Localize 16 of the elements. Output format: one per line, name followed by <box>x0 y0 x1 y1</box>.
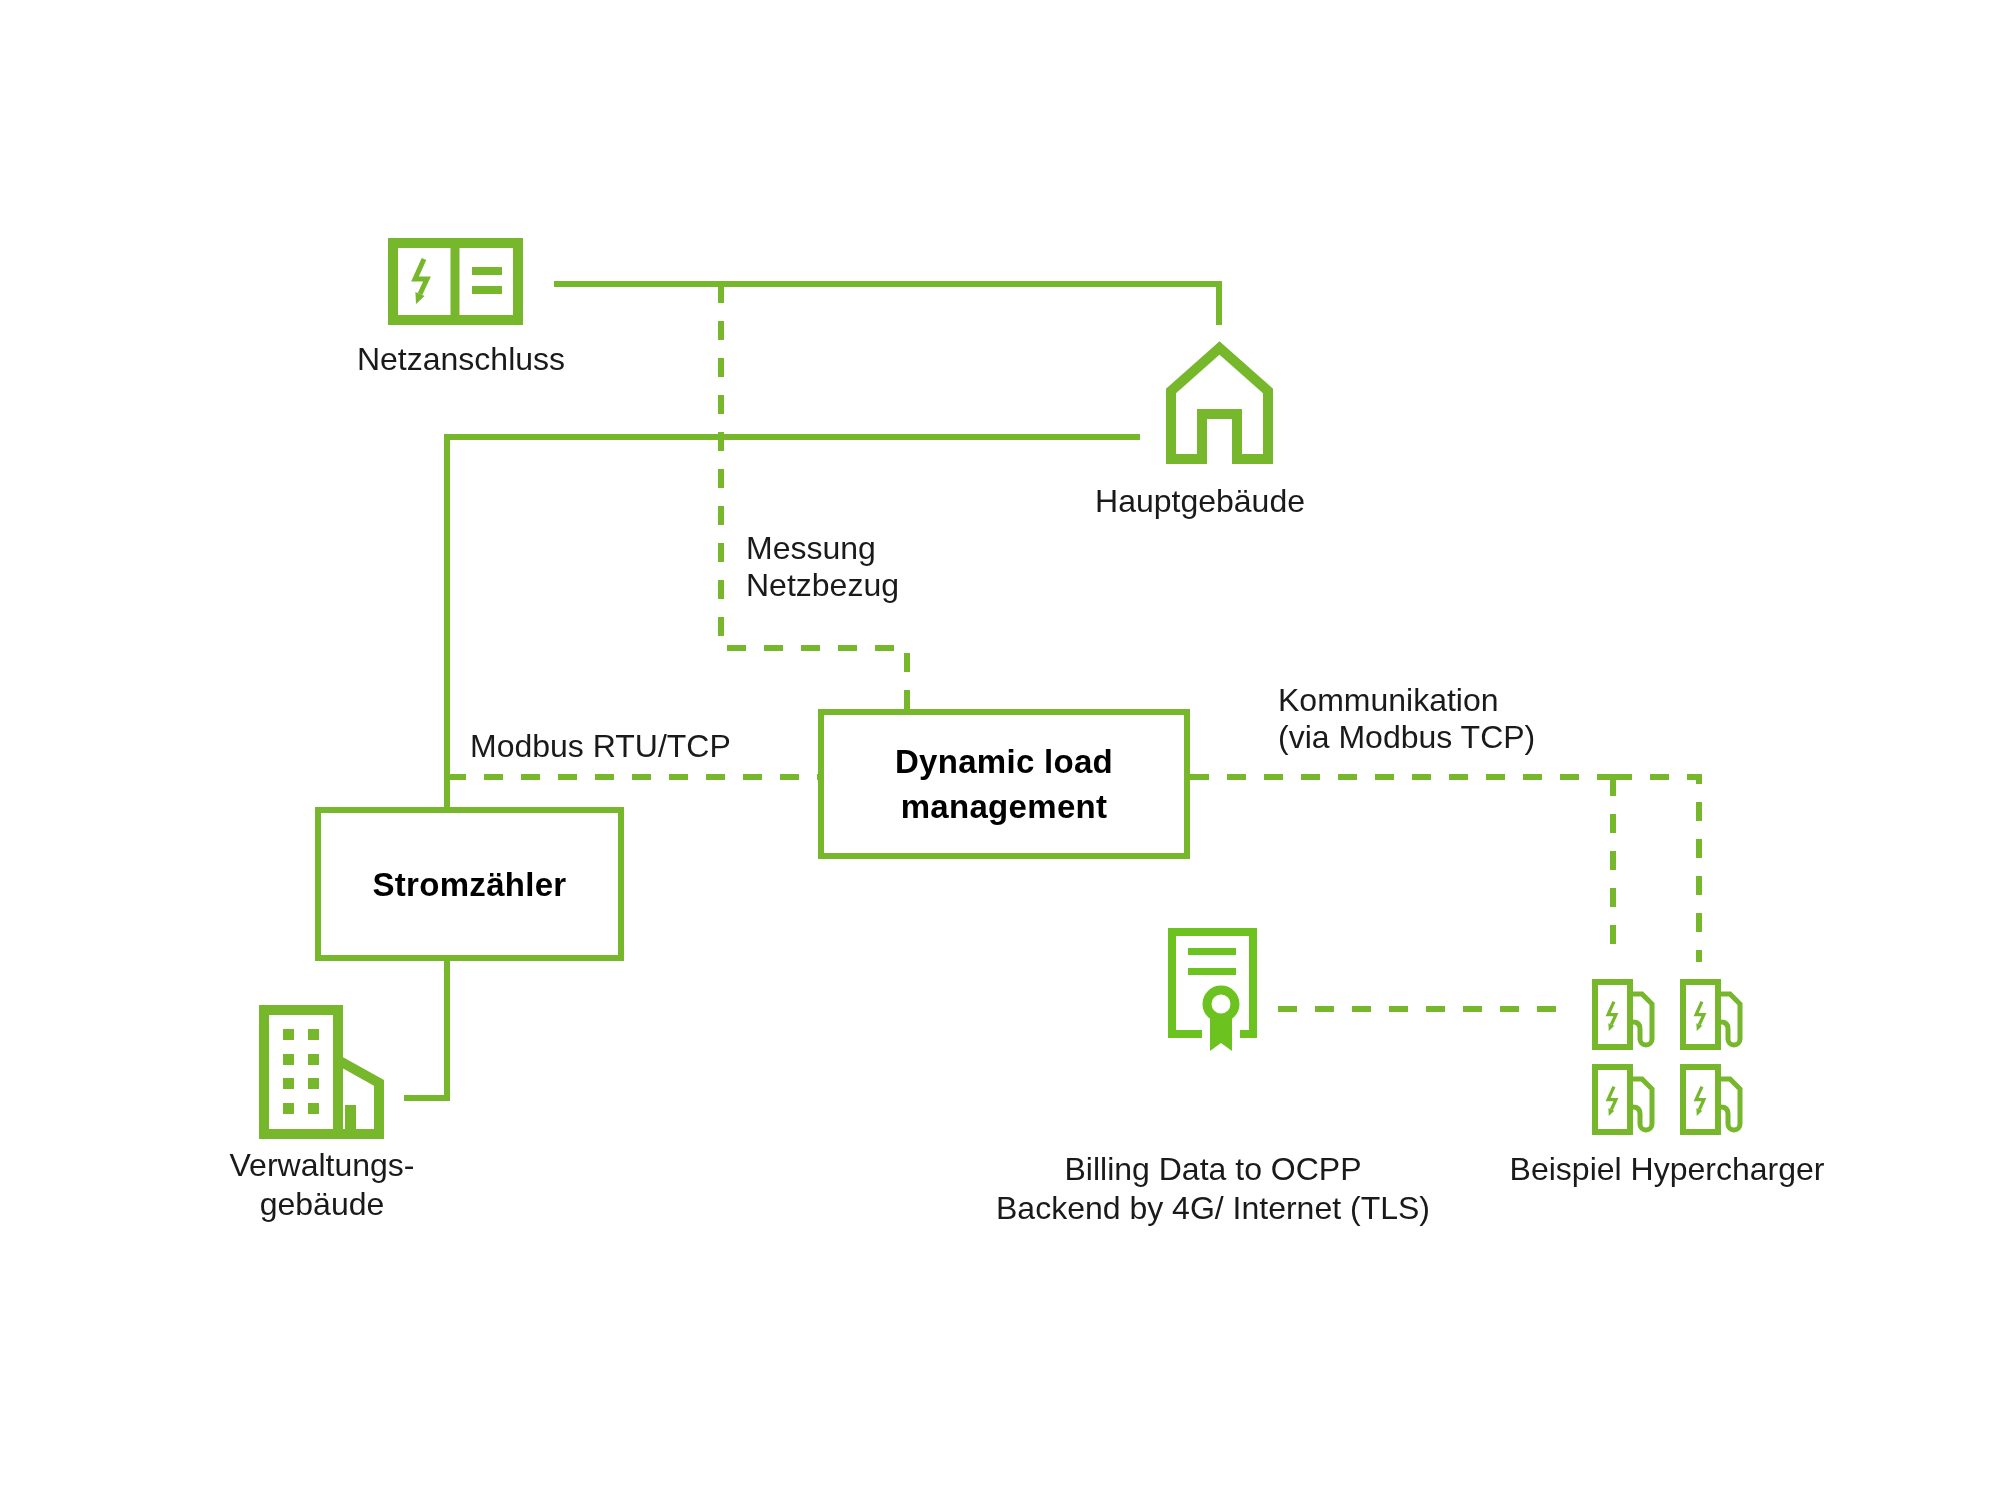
node-label: Beispiel Hypercharger <box>1508 1150 1826 1189</box>
connector-line <box>444 777 450 807</box>
node-label: Hauptgebäude <box>1094 482 1306 521</box>
node-label: Netzanschluss <box>355 340 567 379</box>
node-label: Billing Data to OCPP Backend by 4G/ Internet (TLS) <box>995 1150 1431 1228</box>
connector-line <box>444 434 1140 777</box>
box-label: Dynamic load management <box>893 742 1115 827</box>
node-label: Verwaltungs- gebäude <box>228 1146 416 1224</box>
dashed-connector <box>718 284 910 709</box>
connector-line <box>554 281 721 287</box>
process-box <box>315 807 624 961</box>
connector-line <box>404 961 450 1101</box>
process-box <box>818 709 1190 859</box>
connector-line <box>721 281 1222 325</box>
dashed-connector <box>1613 774 1702 962</box>
box-label: Stromzähler <box>371 864 568 905</box>
